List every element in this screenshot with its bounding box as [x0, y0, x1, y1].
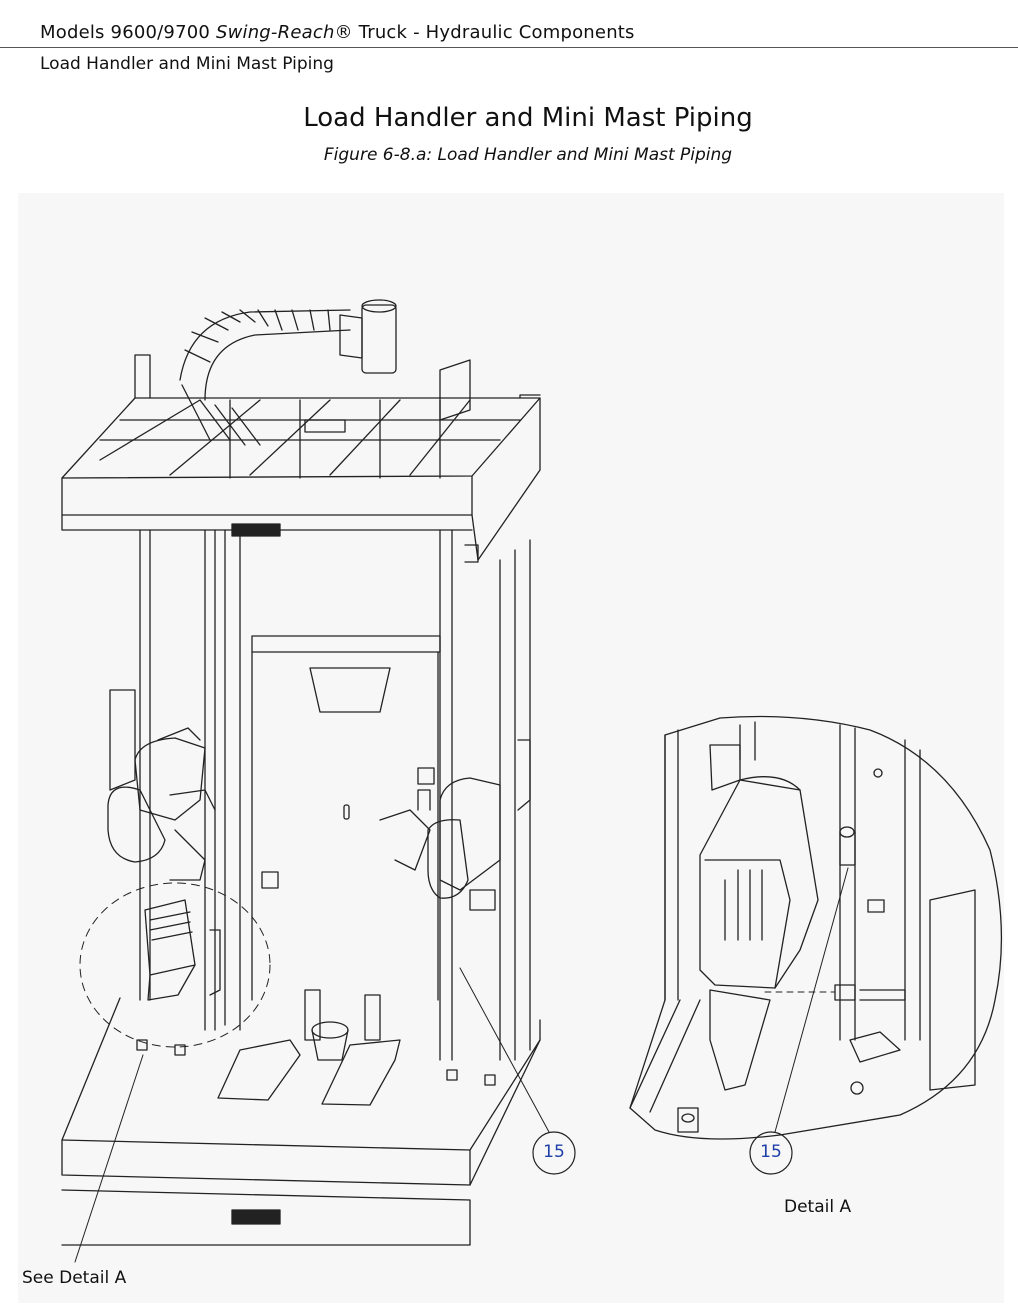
see-detail-a-label: See Detail A: [22, 1268, 127, 1288]
header-divider: [0, 47, 1018, 48]
header-model-line: Models 9600/9700 Swing-Reach® Truck - Hy…: [40, 22, 635, 43]
callout-circle-right: [749, 1131, 793, 1175]
right-load-handler: [379, 739, 531, 911]
left-load-handler: [107, 689, 216, 881]
cable-chain: [179, 299, 397, 446]
header-model-suffix: ® Truck - Hydraulic Components: [334, 22, 635, 43]
overhead-guard: [61, 354, 541, 563]
callout-circles: [532, 1131, 793, 1175]
leader-lines: [74, 867, 849, 1263]
platform-base: [61, 989, 541, 1246]
detail-a-label: Detail A: [784, 1197, 852, 1217]
header-section-line: Load Handler and Mini Mast Piping: [40, 54, 334, 74]
detail-a-inset: [629, 715, 1003, 1140]
figure-caption: Figure 6-8.a: Load Handler and Mini Mast…: [323, 145, 733, 165]
mast-uprights: [139, 529, 531, 1061]
callout-circle-left: [532, 1131, 576, 1175]
page-title: Load Handler and Mini Mast Piping: [303, 103, 753, 133]
callout-15-right: 15: [760, 1142, 782, 1162]
detail-a-marker: [79, 882, 271, 1048]
callout-15-left: 15: [543, 1142, 565, 1162]
header-model-italic: Swing-Reach: [215, 22, 335, 43]
header-model-prefix: Models 9600/9700: [40, 22, 216, 43]
